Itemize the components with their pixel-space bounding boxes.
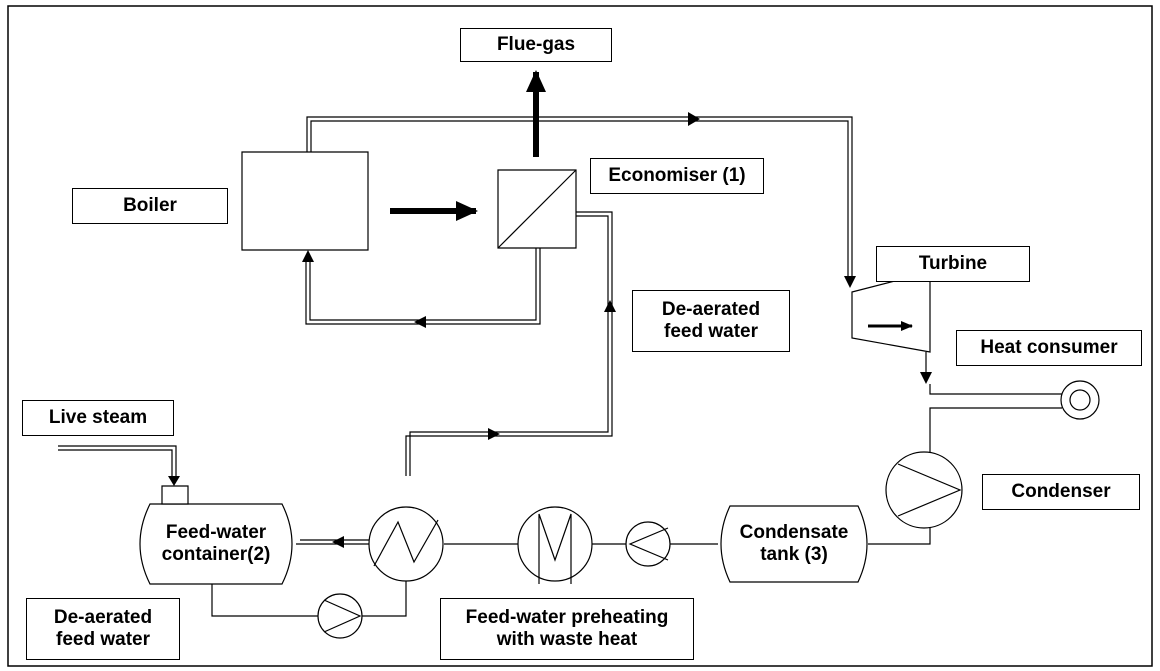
- live-steam-pipe: [307, 117, 852, 282]
- preheating-label: Feed-water preheating with waste heat: [440, 598, 694, 660]
- turbine-inlet-arrowhead: [844, 276, 856, 288]
- heat-consumer-inner: [1070, 390, 1090, 410]
- economiser-return-pipe: [306, 248, 540, 324]
- boiler-unit: [242, 152, 368, 250]
- return-flow-arrowhead: [414, 316, 426, 328]
- feed-water-container: [140, 504, 292, 584]
- condensate-pump: [626, 522, 670, 566]
- heat-consumer-supply-pipe: [930, 384, 1062, 394]
- feed-water-heat-exchanger: [369, 507, 443, 581]
- feed-water-container-label: Feed-water container(2): [161, 522, 271, 565]
- deaerated-feed-pipe-inner: [410, 216, 608, 476]
- condensate-tank: [721, 506, 867, 582]
- boiler-inlet-arrowhead: [302, 250, 314, 262]
- steam-flow-arrowhead: [688, 112, 700, 126]
- live-steam-arrowhead: [168, 476, 180, 486]
- feed-pump-to-exchanger-pipe: [362, 581, 406, 616]
- economiser-diagonal: [498, 170, 576, 248]
- deaerated-feed-water-label-upper: De-aerated feed water: [632, 290, 790, 352]
- live-steam-inlet-pipe-inner: [58, 450, 172, 480]
- turbine-exhaust-arrowhead: [920, 372, 932, 384]
- economiser-label: Economiser (1): [590, 158, 764, 194]
- heat-consumer-return-pipe: [930, 408, 1062, 452]
- condenser-label: Condenser: [982, 474, 1140, 510]
- boiler-label: Boiler: [72, 188, 228, 224]
- preheater-coil: [539, 514, 571, 584]
- feed-water-pump-symbol: [324, 600, 360, 632]
- condensate-pipe: [868, 528, 930, 544]
- waste-heat-preheater: [518, 507, 592, 581]
- heat-exchanger-coil: [374, 520, 438, 566]
- condensate-pump-symbol: [630, 528, 668, 560]
- turbine-label: Turbine: [876, 246, 1030, 282]
- condensate-tank-label: Condensate tank (3): [739, 522, 849, 565]
- container-inlet-arrowhead: [332, 536, 344, 548]
- live-steam-inlet-pipe: [58, 446, 176, 480]
- deaerated-feed-pipe: [406, 212, 612, 476]
- flue-gas-label: Flue-gas: [460, 28, 612, 62]
- outer-frame: [8, 6, 1152, 666]
- turbine-unit: [851, 271, 931, 353]
- condenser-coil: [898, 464, 960, 516]
- deaerated-flow-arrowhead: [488, 428, 500, 440]
- deaerated-feed-water-label-lower: De-aerated feed water: [26, 598, 180, 660]
- steam-injector: [162, 486, 188, 504]
- economiser-return-pipe-inner: [310, 248, 536, 320]
- deaerated-up-arrowhead: [604, 300, 616, 312]
- condenser-unit: [886, 452, 962, 528]
- live-steam-label: Live steam: [22, 400, 174, 436]
- live-steam-pipe-inner: [311, 121, 848, 282]
- heat-consumer-label: Heat consumer: [956, 330, 1142, 366]
- container-to-feed-pump-pipe: [212, 584, 318, 616]
